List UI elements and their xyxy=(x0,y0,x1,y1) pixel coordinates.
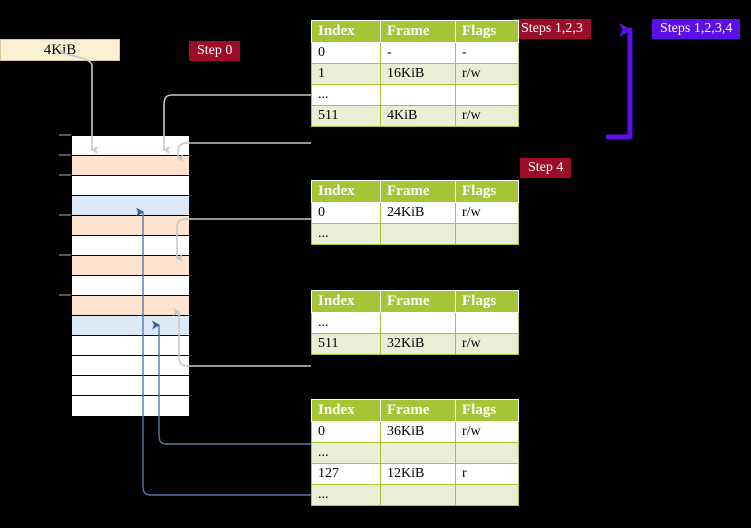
memory-row-tick xyxy=(59,214,71,216)
table-cell xyxy=(380,312,456,334)
table-row: ... xyxy=(311,312,519,334)
table-cell: 36KiB xyxy=(380,421,456,443)
column-header-index: Index xyxy=(311,399,381,422)
table-cell: r/w xyxy=(455,63,519,85)
memory-row-tick xyxy=(59,134,71,136)
badge-step-4: Step 4 xyxy=(520,158,572,178)
arrow-steps-feedback xyxy=(605,23,633,140)
table-cell: 0 xyxy=(311,202,381,224)
column-header-flags: Flags xyxy=(455,180,519,203)
memory-frame-row xyxy=(72,356,189,376)
table-cell xyxy=(455,223,519,245)
arrow-table1-row-to-memory-hook xyxy=(177,142,311,162)
column-header-flags: Flags xyxy=(455,20,519,43)
table-cell: 12KiB xyxy=(380,463,456,485)
table-cell: 0 xyxy=(311,421,381,443)
column-header-index: Index xyxy=(311,180,381,203)
memory-frame-row xyxy=(72,376,189,396)
table-cell: - xyxy=(455,42,519,64)
frame-size-label-box: 4KiB xyxy=(0,39,120,61)
column-header-frame: Frame xyxy=(380,180,456,203)
memory-row-tick xyxy=(59,294,71,296)
table-cell: - xyxy=(380,42,456,64)
memory-frame-row xyxy=(72,236,189,256)
table-cell: r/w xyxy=(455,333,519,355)
table-cell: 127 xyxy=(311,463,381,485)
table-cell: ... xyxy=(311,223,381,245)
table-cell: r/w xyxy=(455,105,519,127)
column-header-index: Index xyxy=(311,290,381,313)
column-header-frame: Frame xyxy=(380,20,456,43)
table-cell: r/w xyxy=(455,421,519,443)
memory-frame-row xyxy=(72,176,189,196)
memory-frame-row xyxy=(72,316,189,336)
table-cell xyxy=(380,442,456,464)
table-row: ... xyxy=(311,223,519,245)
column-header-flags: Flags xyxy=(455,399,519,422)
table-cell: ... xyxy=(311,442,381,464)
arrow-table3-to-memory xyxy=(173,308,311,367)
table-cell: ... xyxy=(311,312,381,334)
table-cell: 511 xyxy=(311,105,381,127)
table-cell: 511 xyxy=(311,333,381,355)
table-cell xyxy=(455,442,519,464)
table-cell xyxy=(455,84,519,106)
memory-row-tick xyxy=(59,254,71,256)
table-cell xyxy=(380,84,456,106)
table-cell: 16KiB xyxy=(380,63,456,85)
table-row: ... xyxy=(311,484,519,506)
memory-frame-row xyxy=(72,196,189,216)
memory-frame-row xyxy=(72,256,189,276)
badge-steps-1-2-3-4: Steps 1,2,3,4 xyxy=(652,19,741,39)
table-row: ... xyxy=(311,84,519,106)
table-cell xyxy=(455,484,519,506)
table-row: ... xyxy=(311,442,519,464)
table-row: 0-- xyxy=(311,42,519,64)
column-header-flags: Flags xyxy=(455,290,519,313)
memory-frame-row xyxy=(72,296,189,316)
table-cell: r xyxy=(455,463,519,485)
memory-frame-row xyxy=(72,156,189,176)
memory-row-tick xyxy=(59,174,71,176)
memory-frame-row xyxy=(72,336,189,356)
memory-row-tick xyxy=(59,154,71,156)
table-cell xyxy=(380,484,456,506)
column-header-frame: Frame xyxy=(380,290,456,313)
column-header-index: Index xyxy=(311,20,381,43)
badge-step-0: Step 0 xyxy=(189,41,241,61)
memory-frame-row xyxy=(72,216,189,236)
table-cell: ... xyxy=(311,484,381,506)
table-cell: r/w xyxy=(455,202,519,224)
memory-frame-row xyxy=(72,396,189,416)
frame-size-label-text: 4KiB xyxy=(43,41,77,58)
table-cell xyxy=(380,223,456,245)
column-header-frame: Frame xyxy=(380,399,456,422)
table-cell: 0 xyxy=(311,42,381,64)
badge-steps-1-2-3: Steps 1,2,3 xyxy=(513,19,591,39)
table-cell xyxy=(455,312,519,334)
table-cell: 24KiB xyxy=(380,202,456,224)
memory-frame-row xyxy=(72,276,189,296)
arrow-table2-to-memory xyxy=(176,218,311,262)
table-cell: 4KiB xyxy=(380,105,456,127)
table-cell: 32KiB xyxy=(380,333,456,355)
memory-frame-row xyxy=(72,136,189,156)
physical-memory-column xyxy=(71,135,190,416)
table-cell: 1 xyxy=(311,63,381,85)
table-cell: ... xyxy=(311,84,381,106)
